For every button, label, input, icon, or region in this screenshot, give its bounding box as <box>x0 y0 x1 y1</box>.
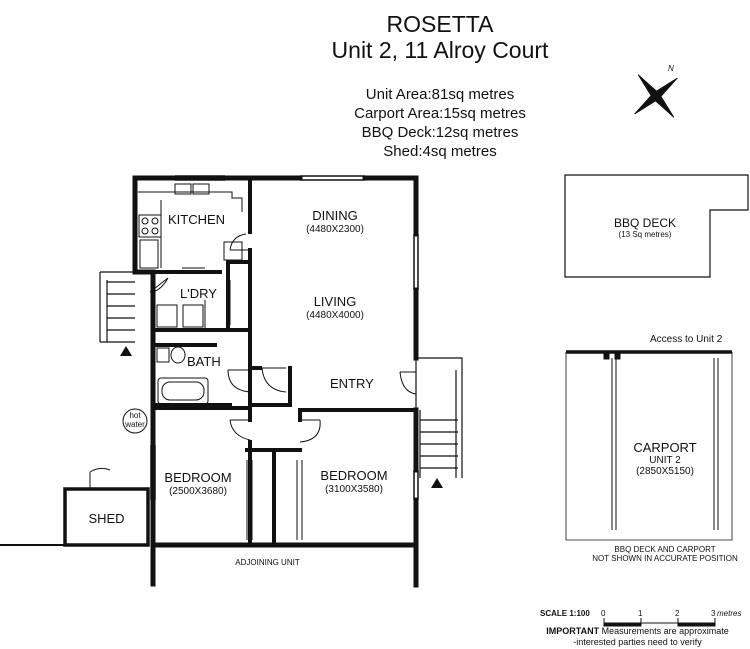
room-kitchen: KITCHEN <box>168 212 226 227</box>
area-unit: Unit Area:81sq metres <box>365 86 515 103</box>
room-bedroom-1-dim: (2500X3680) <box>169 486 227 497</box>
header: ROSETTA Unit 2, 11 Alroy Court Unit Area… <box>0 0 750 160</box>
room-living: LIVING <box>313 294 357 309</box>
area-bbq-deck: BBQ Deck:12sq metres <box>361 124 519 141</box>
room-laundry: L'DRY <box>180 286 217 301</box>
disclaimer: IMPORTANT Measurements are approximate -… <box>530 626 745 648</box>
bbq-deck-name: BBQ DECK <box>613 216 676 230</box>
room-bath: BATH <box>187 354 221 369</box>
carport-note-2: NOT SHOWN IN ACCURATE POSITION <box>592 554 738 563</box>
disclaimer-bold: IMPORTANT <box>546 626 600 636</box>
scale-bar <box>603 618 716 627</box>
disclaimer-line-2: -interested parties need to verify <box>573 637 702 647</box>
scale-unit: metres <box>717 609 742 618</box>
hot-water-unit <box>122 408 148 434</box>
room-living-dim: (4480X4000) <box>306 310 364 321</box>
carport-dim: (2850X5150) <box>636 466 694 477</box>
bbq-deck-area: (13 Sq metres) <box>618 230 672 239</box>
scale-tick-2: 2 <box>675 609 680 618</box>
plan-address: Unit 2, 11 Alroy Court <box>331 37 549 63</box>
carport-unit: UNIT 2 <box>649 455 681 466</box>
compass-icon <box>634 74 678 118</box>
room-entry: ENTRY <box>330 376 374 391</box>
stairs-right-arrow <box>431 478 443 488</box>
hot-water-label-2: water <box>125 420 145 429</box>
interior-walls <box>133 176 418 547</box>
windows <box>150 175 419 500</box>
fixtures <box>138 183 303 540</box>
door-swings <box>149 233 417 443</box>
scale-label: SCALE 1:100 <box>540 609 590 618</box>
hot-water-label-1: hot <box>129 411 141 420</box>
carport-outline <box>565 350 733 541</box>
plan-title: ROSETTA <box>386 11 494 37</box>
scale-tick-0: 0 <box>601 609 606 618</box>
shed <box>0 467 150 547</box>
carport-access-label: Access to Unit 2 <box>650 334 723 345</box>
area-carport: Carport Area:15sq metres <box>354 105 526 122</box>
room-dining-dim: (4480X2300) <box>306 224 364 235</box>
bbq-deck-outline <box>564 174 749 278</box>
stairs-left <box>99 271 135 343</box>
compass-north-label: N <box>668 64 674 73</box>
stairs-right <box>415 357 463 478</box>
stairs-left-arrow <box>120 346 132 356</box>
scale-tick-1: 1 <box>638 609 643 618</box>
carport-name: CARPORT <box>633 440 697 455</box>
room-shed: SHED <box>88 511 125 526</box>
disclaimer-line-1: Measurements are approximate <box>601 626 729 636</box>
adjoining-unit-label: ADJOINING UNIT <box>235 558 300 567</box>
area-shed: Shed:4sq metres <box>383 143 497 160</box>
room-dining: DINING <box>312 208 358 223</box>
room-bedroom-2-dim: (3100X3580) <box>325 484 383 495</box>
carport-note-1: BBQ DECK AND CARPORT <box>614 545 716 554</box>
scale-tick-3: 3 <box>711 609 716 618</box>
room-bedroom-1: BEDROOM <box>164 470 232 485</box>
room-bedroom-2: BEDROOM <box>320 468 388 483</box>
